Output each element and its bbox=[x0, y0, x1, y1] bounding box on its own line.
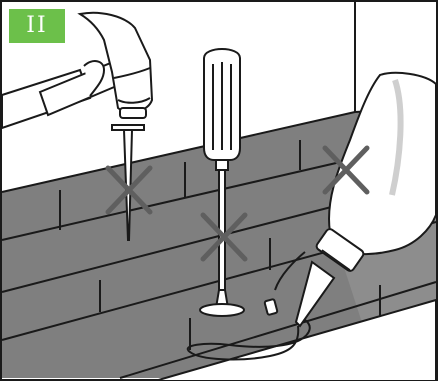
cross-screwdriver-icon bbox=[200, 212, 248, 262]
hammer-icon bbox=[0, 11, 154, 130]
screwdriver-icon bbox=[199, 48, 245, 317]
cap-icon bbox=[263, 298, 279, 316]
baseboard-edge bbox=[1, 111, 356, 193]
cross-glue-icon bbox=[322, 145, 370, 195]
step-badge: II bbox=[9, 9, 65, 43]
glue-trail bbox=[186, 319, 311, 361]
step-badge-label: II bbox=[26, 13, 48, 38]
cross-nail-icon bbox=[105, 165, 153, 215]
cross-marks bbox=[105, 145, 370, 262]
glue-bottle-icon bbox=[294, 71, 437, 328]
nail-icon bbox=[111, 124, 145, 241]
